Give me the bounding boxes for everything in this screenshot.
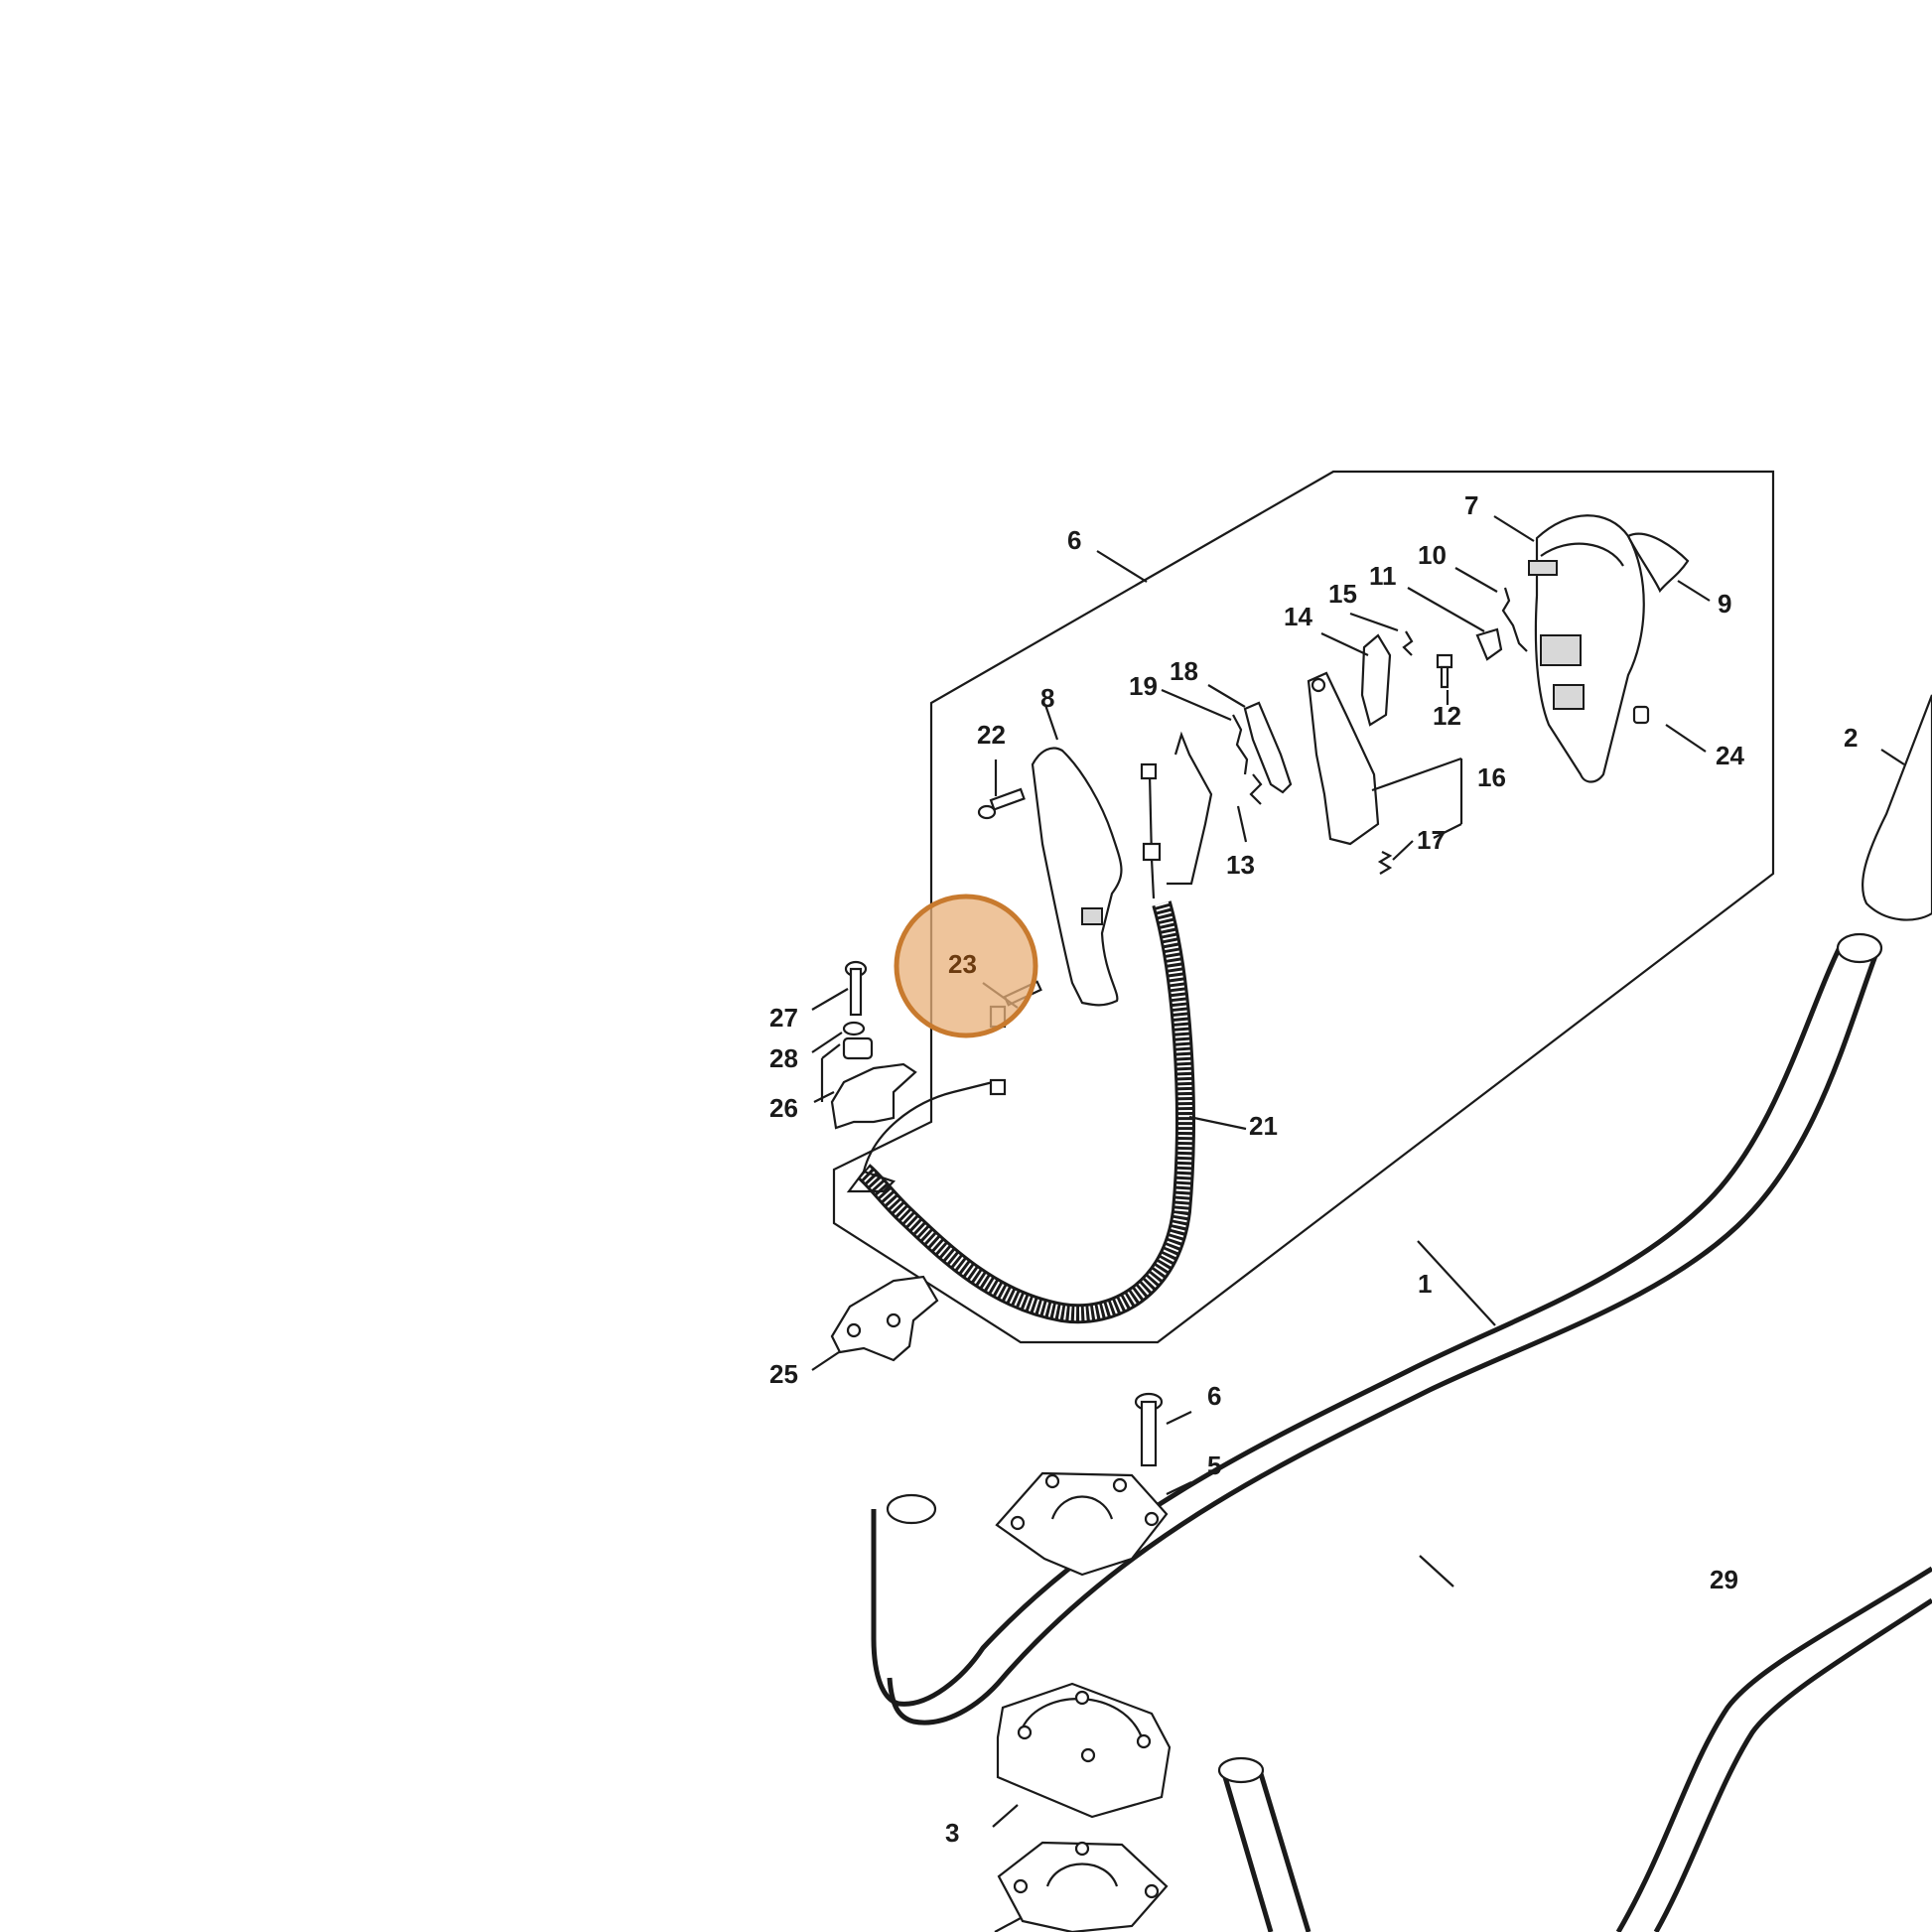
bolt-27 xyxy=(844,960,868,1017)
bracket-14 xyxy=(1167,731,1213,886)
clamp-half xyxy=(995,1471,1169,1577)
cable-21 xyxy=(846,762,1195,1324)
callout-21[interactable]: 21 xyxy=(1249,1111,1278,1141)
callout-22[interactable]: 22 xyxy=(977,720,1006,750)
callout-29[interactable]: 29 xyxy=(1710,1565,1738,1594)
screw-6 xyxy=(1134,1392,1164,1467)
bracket-12 xyxy=(1475,627,1503,661)
clamp-base xyxy=(996,1682,1172,1819)
callout-18[interactable]: 17 xyxy=(1417,825,1446,855)
handle-housing xyxy=(1528,514,1645,783)
handle-cover-9 xyxy=(1031,747,1123,1007)
callout-28[interactable]: 28 xyxy=(769,1043,798,1073)
handlebar-tube xyxy=(871,932,1883,1725)
callout-10[interactable]: 9 xyxy=(1718,589,1731,619)
spring-16 xyxy=(1402,630,1414,656)
callout-2[interactable]: 2 xyxy=(1844,723,1858,753)
grip-tube xyxy=(1862,694,1932,921)
callout-12[interactable]: 11 xyxy=(1369,561,1397,591)
screw-13 xyxy=(1436,653,1453,689)
switch-bracket-26 xyxy=(830,1036,917,1130)
lower-clamp xyxy=(997,1841,1169,1932)
highlight-label-23[interactable]: 23 xyxy=(948,949,977,979)
spring-11 xyxy=(1501,587,1528,652)
second-tube xyxy=(1217,1566,1932,1932)
callout-17[interactable]: 16 xyxy=(1477,762,1506,792)
callout-16[interactable]: 15 xyxy=(1328,579,1357,609)
callout-19[interactable]: 18 xyxy=(1170,656,1198,686)
callout-5[interactable]: 5 xyxy=(1207,1450,1221,1480)
clip-25 xyxy=(830,1275,939,1362)
callout-7[interactable]: 6 xyxy=(1067,525,1081,555)
nut-24 xyxy=(1632,705,1650,725)
callout-15[interactable]: 14 xyxy=(1284,602,1312,631)
callout-1[interactable]: 1 xyxy=(1418,1269,1432,1299)
screw-22 xyxy=(977,787,1026,820)
callout-labels: 6 7 9 10 11 12 15 14 16 17 18 19 13 8 22… xyxy=(769,490,1858,1848)
trigger-15 xyxy=(1360,633,1392,727)
highlight-circle[interactable] xyxy=(894,894,1038,1038)
lever-10 xyxy=(1626,532,1690,594)
callout-3-label[interactable]: 3 xyxy=(945,1818,959,1848)
callout-11[interactable]: 10 xyxy=(1418,540,1447,570)
callout-14[interactable]: 13 xyxy=(1226,850,1255,880)
callout-6[interactable]: 6 xyxy=(1207,1381,1221,1411)
washer-28 xyxy=(842,1021,866,1036)
callout-8[interactable]: 7 xyxy=(1464,490,1478,520)
lever-19 xyxy=(1243,701,1293,805)
throttle-lever-17 xyxy=(1307,671,1380,846)
callout-25[interactable]: 25 xyxy=(769,1359,798,1389)
callout-24[interactable]: 24 xyxy=(1716,741,1744,770)
callout-26[interactable]: 26 xyxy=(769,1093,798,1123)
callout-20[interactable]: 19 xyxy=(1129,671,1158,701)
spring-18 xyxy=(1377,851,1393,875)
leader-lines xyxy=(811,515,1905,1932)
callout-13[interactable]: 12 xyxy=(1433,701,1461,731)
callout-9[interactable]: 8 xyxy=(1040,683,1054,713)
spring-20 xyxy=(1232,714,1249,775)
callout-27[interactable]: 27 xyxy=(769,1003,798,1033)
